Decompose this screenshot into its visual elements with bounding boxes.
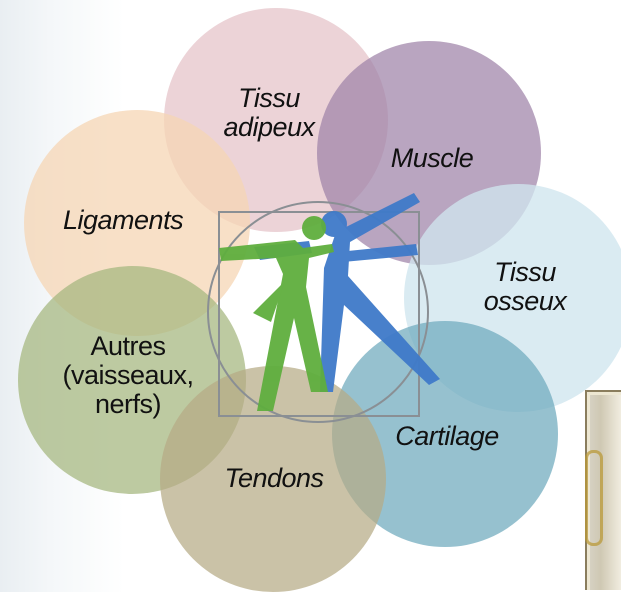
green-figure-shape [219,216,334,411]
label-muscle: Muscle [377,144,487,173]
label-tendons: Tendons [214,464,334,493]
label-cartilage: Cartilage [377,422,517,451]
label-autres: Autres (vaisseaux, nerfs) [46,332,210,419]
label-tissu-adipeux: Tissu adipeux [209,84,329,142]
frame-wire-decoration [585,450,603,546]
label-tissu-osseux: Tissu osseux [470,258,580,316]
label-ligaments: Ligaments [63,206,217,235]
